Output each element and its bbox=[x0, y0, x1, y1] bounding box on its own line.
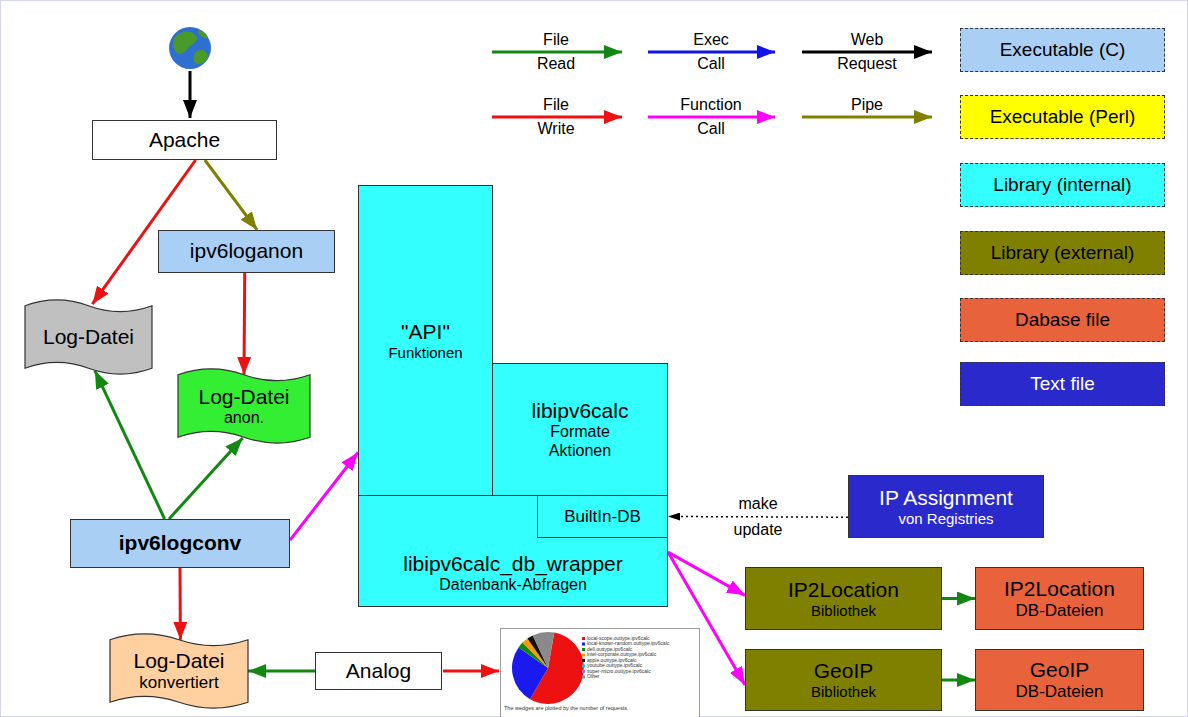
node-subtitle: konvertiert bbox=[139, 673, 218, 693]
process-box: Analog bbox=[315, 652, 442, 690]
document-shape bbox=[25, 300, 152, 374]
legend-swatch: Dabase file bbox=[960, 298, 1165, 342]
node-subtitle: Bibliothek bbox=[811, 602, 876, 619]
legend-text: File Read bbox=[537, 28, 575, 76]
node-subtitle: Formate Aktionen bbox=[549, 423, 611, 460]
node-subtitle: Funktionen bbox=[388, 344, 462, 361]
node-title: IP Assignment bbox=[879, 486, 1013, 510]
legend-text: Dabase file bbox=[1015, 309, 1110, 331]
library-block: libipv6calcFormate Aktionen bbox=[492, 363, 668, 496]
file-write-arrow bbox=[443, 670, 499, 673]
external-library-box: IP2LocationBibliothek bbox=[745, 567, 942, 630]
connector bbox=[248, 670, 315, 673]
node-title: libipv6calc_db_wrapper bbox=[403, 552, 622, 576]
pie-legend-text: intel-corporate.outtype.ipv6calc bbox=[587, 652, 656, 657]
pie-chart-image bbox=[501, 629, 700, 717]
node-title: Apache bbox=[149, 128, 220, 152]
node-subtitle: Datenbank-Abfragen bbox=[439, 576, 587, 594]
connector bbox=[179, 568, 182, 640]
node-subtitle: DB-Dateien bbox=[1016, 682, 1104, 702]
document-shape bbox=[110, 634, 248, 708]
pie-legend-text: super-micro.outtype.ipv6calc bbox=[587, 669, 651, 674]
connector bbox=[205, 160, 257, 230]
connector bbox=[942, 597, 975, 600]
legend-text: Exec Call bbox=[693, 28, 729, 76]
connector bbox=[169, 438, 243, 519]
node-title: Analog bbox=[346, 659, 411, 683]
pie-legend-text: apple.outtype.ipv6calc bbox=[587, 658, 636, 663]
pie-legend-text: local-scope.outtype.ipv6calc bbox=[587, 636, 650, 641]
document-shape bbox=[178, 369, 310, 443]
connector bbox=[243, 273, 247, 375]
log-file-document: Log-Dateikonvertiert bbox=[110, 632, 248, 710]
node-title: IP2Location bbox=[1004, 577, 1115, 601]
log-file-document: Log-Datei bbox=[25, 298, 152, 376]
connector bbox=[668, 552, 745, 685]
web-request-arrow bbox=[189, 71, 192, 118]
database-block: BuiltIn-DB bbox=[537, 495, 668, 538]
node-title: GeoIP bbox=[1030, 658, 1090, 682]
connector bbox=[95, 371, 165, 519]
database-file-box: IP2LocationDB-Dateien bbox=[975, 567, 1144, 630]
node-title: IP2Location bbox=[788, 578, 899, 602]
legend-text: Pipe bbox=[851, 93, 883, 117]
legend-text: Library (external) bbox=[991, 242, 1135, 264]
legend-text: Function Call bbox=[680, 93, 741, 141]
chart-caption: The wedges are plotted by the number of … bbox=[504, 706, 628, 712]
node-title: Log-Datei bbox=[133, 649, 224, 673]
node-title: "API" bbox=[401, 320, 450, 344]
node-title: libipv6calc bbox=[532, 399, 629, 423]
pie-legend-text: local-known-random.outtype.ipv6calc bbox=[587, 641, 669, 646]
node-subtitle: Bibliothek bbox=[811, 683, 876, 700]
legend-text: Executable (Perl) bbox=[990, 106, 1136, 128]
node-title: Log-Datei bbox=[198, 385, 289, 409]
library-block: libipv6calc_db_wrapperDatenbank-Abfragen… bbox=[358, 495, 668, 607]
globe-icon bbox=[169, 27, 211, 69]
server-box: Apache bbox=[92, 120, 277, 160]
database-file-box: GeoIPDB-Dateien bbox=[975, 649, 1144, 711]
perl-executable-box: ipv6loganon bbox=[158, 230, 335, 273]
legend-text: Executable (C) bbox=[1000, 39, 1126, 61]
legend-text: Web Request bbox=[837, 28, 897, 76]
pie-legend-text: Other bbox=[587, 674, 600, 679]
legend-text: Library (internal) bbox=[993, 174, 1131, 196]
connector bbox=[942, 679, 975, 682]
pie-legend-text: youtube.outtype.ipv6calc bbox=[587, 663, 642, 668]
legend-swatch: Library (internal) bbox=[960, 163, 1165, 207]
node-title: GeoIP bbox=[814, 659, 874, 683]
node-title: BuiltIn-DB bbox=[564, 507, 641, 527]
node-subtitle: von Registries bbox=[898, 510, 993, 527]
node-subtitle: DB-Dateien bbox=[1016, 601, 1104, 621]
edge-label: make update bbox=[734, 491, 783, 543]
legend-swatch: Text file bbox=[960, 362, 1165, 406]
legend-text: Text file bbox=[1030, 373, 1094, 395]
log-file-document: Log-Dateianon. bbox=[178, 367, 310, 445]
node-title: ipv6logconv bbox=[119, 531, 242, 555]
node-title: Log-Datei bbox=[43, 325, 134, 349]
legend-swatch: Executable (Perl) bbox=[960, 95, 1165, 139]
connector bbox=[290, 452, 358, 540]
c-executable-box: ipv6logconv bbox=[70, 519, 290, 568]
connector bbox=[668, 516, 848, 518]
pie-legend-text: dell.outtype.ipv6calc bbox=[587, 647, 632, 652]
legend-swatch: Executable (C) bbox=[960, 28, 1165, 72]
library-block: "API"Funktionen bbox=[358, 185, 493, 496]
external-library-box: GeoIPBibliothek bbox=[745, 649, 942, 711]
node-title: ipv6loganon bbox=[190, 239, 303, 263]
node-subtitle: anon. bbox=[224, 409, 264, 427]
legend-swatch: Library (external) bbox=[960, 231, 1165, 275]
text-file-box: IP Assignmentvon Registries bbox=[848, 475, 1044, 538]
legend-text: File Write bbox=[537, 93, 574, 141]
